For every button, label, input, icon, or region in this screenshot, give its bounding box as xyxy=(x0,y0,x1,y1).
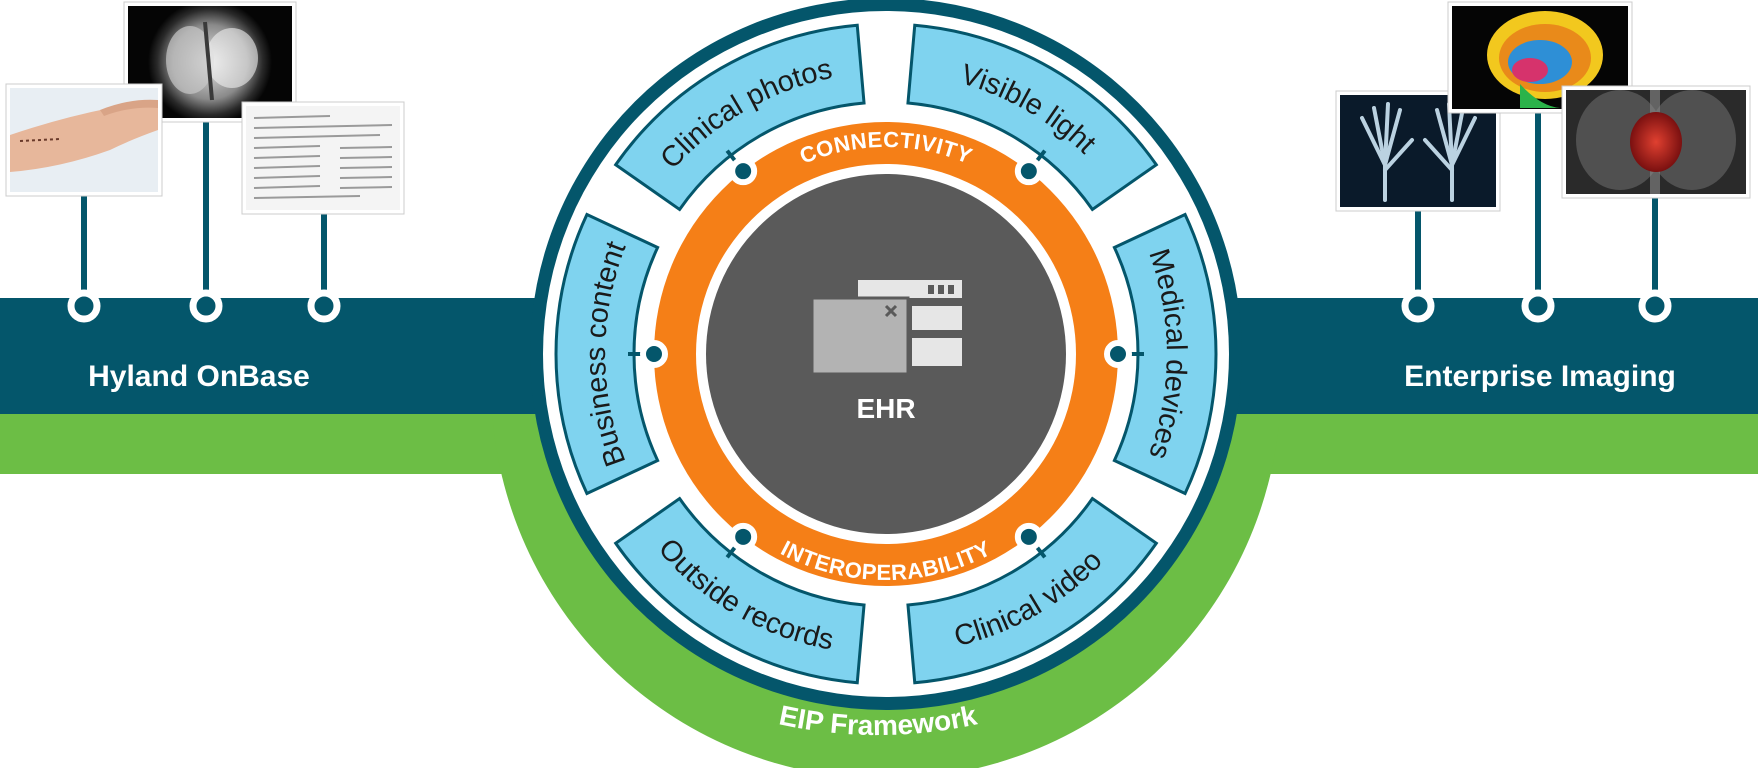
left-connectors xyxy=(67,115,341,323)
ehr-window-icon xyxy=(810,280,962,376)
left-pin-2 xyxy=(189,289,223,323)
right-stem-2 xyxy=(1535,105,1541,303)
left-stem-1 xyxy=(81,185,87,303)
left-stem-3 xyxy=(321,205,327,303)
left-stem-2 xyxy=(203,115,209,303)
ring-pin-4 xyxy=(1014,522,1043,551)
document-scan-icon xyxy=(241,101,405,215)
ring-pin-3 xyxy=(1104,340,1132,368)
right-connectors xyxy=(1401,105,1672,323)
segment-clinical-video xyxy=(906,496,1159,685)
segment-clinical-photos xyxy=(613,23,866,212)
enterprise-imaging-label: Enterprise Imaging xyxy=(1404,360,1676,393)
right-pin-2 xyxy=(1521,289,1555,323)
left-pin-1 xyxy=(67,289,101,323)
segment-outside-records xyxy=(613,496,866,685)
xray-icon xyxy=(1335,90,1501,212)
right-stem-3 xyxy=(1652,190,1658,303)
right-pin-1 xyxy=(1401,289,1435,323)
right-pin-3 xyxy=(1638,289,1672,323)
left-pin-3 xyxy=(307,289,341,323)
left-thumbnails xyxy=(5,1,405,215)
heart-ct-icon xyxy=(1561,85,1751,199)
ring-pin-1 xyxy=(729,157,758,186)
ring-pin-5 xyxy=(729,522,758,551)
segment-visible-light xyxy=(906,23,1159,212)
segment-business-content xyxy=(554,212,660,496)
ring-pin-6 xyxy=(640,340,668,368)
segment-medical-devices xyxy=(1112,212,1218,496)
hyland-onbase-label: Hyland OnBase xyxy=(88,360,310,393)
right-stem-1 xyxy=(1415,200,1421,303)
right-thumbnails xyxy=(1335,1,1751,212)
ring-pins xyxy=(628,149,1144,559)
ring-pin-2 xyxy=(1014,157,1043,186)
ehr-label: EHR xyxy=(856,393,915,424)
hand-photo-icon xyxy=(5,83,163,197)
dial-segments xyxy=(554,23,1218,685)
